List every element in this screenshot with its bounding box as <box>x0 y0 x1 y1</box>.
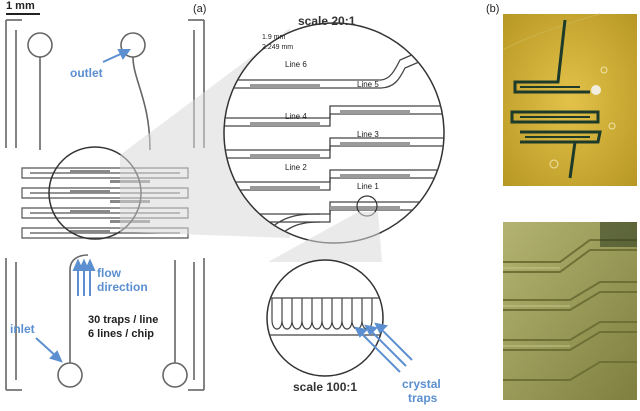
annotation-arrows <box>35 49 413 373</box>
lines-per-chip-label: 6 lines / chip <box>88 328 155 340</box>
line-label-6: Line 6 <box>285 60 307 69</box>
flow-direction-label-1: flow <box>97 266 121 280</box>
line-label-3: Line 3 <box>357 130 379 139</box>
zoom-wedge-small <box>268 212 382 262</box>
line-label-4: Line 4 <box>285 112 307 121</box>
line-label-1: Line 1 <box>357 182 379 191</box>
panel-b-tag: (b) <box>486 3 500 15</box>
scale-100-label: scale 100:1 <box>293 380 358 394</box>
inlet-label: inlet <box>10 322 35 336</box>
zoom-circle-large <box>223 22 445 244</box>
zoom-dim-2: 2.249 mm <box>262 44 294 51</box>
scale-20-label: scale 20:1 <box>298 14 356 28</box>
scale-bar-label: 1 mm <box>6 0 35 12</box>
traps-per-line-label: 30 traps / line <box>88 314 159 326</box>
line-label-5: Line 5 <box>357 80 379 89</box>
outlet-label: outlet <box>70 66 103 80</box>
zoom-circle-small <box>266 259 384 377</box>
panel-a-tag: (a) <box>193 3 207 15</box>
micrograph-bottom <box>503 222 637 400</box>
line-label-2: Line 2 <box>285 163 307 172</box>
zoom-dim-1: 1.9 mm <box>262 34 286 41</box>
crystal-traps-label-2: traps <box>408 391 438 405</box>
flow-direction-label-2: direction <box>97 280 148 294</box>
micrograph-top <box>502 13 637 186</box>
crystal-traps-label-1: crystal <box>402 377 441 391</box>
